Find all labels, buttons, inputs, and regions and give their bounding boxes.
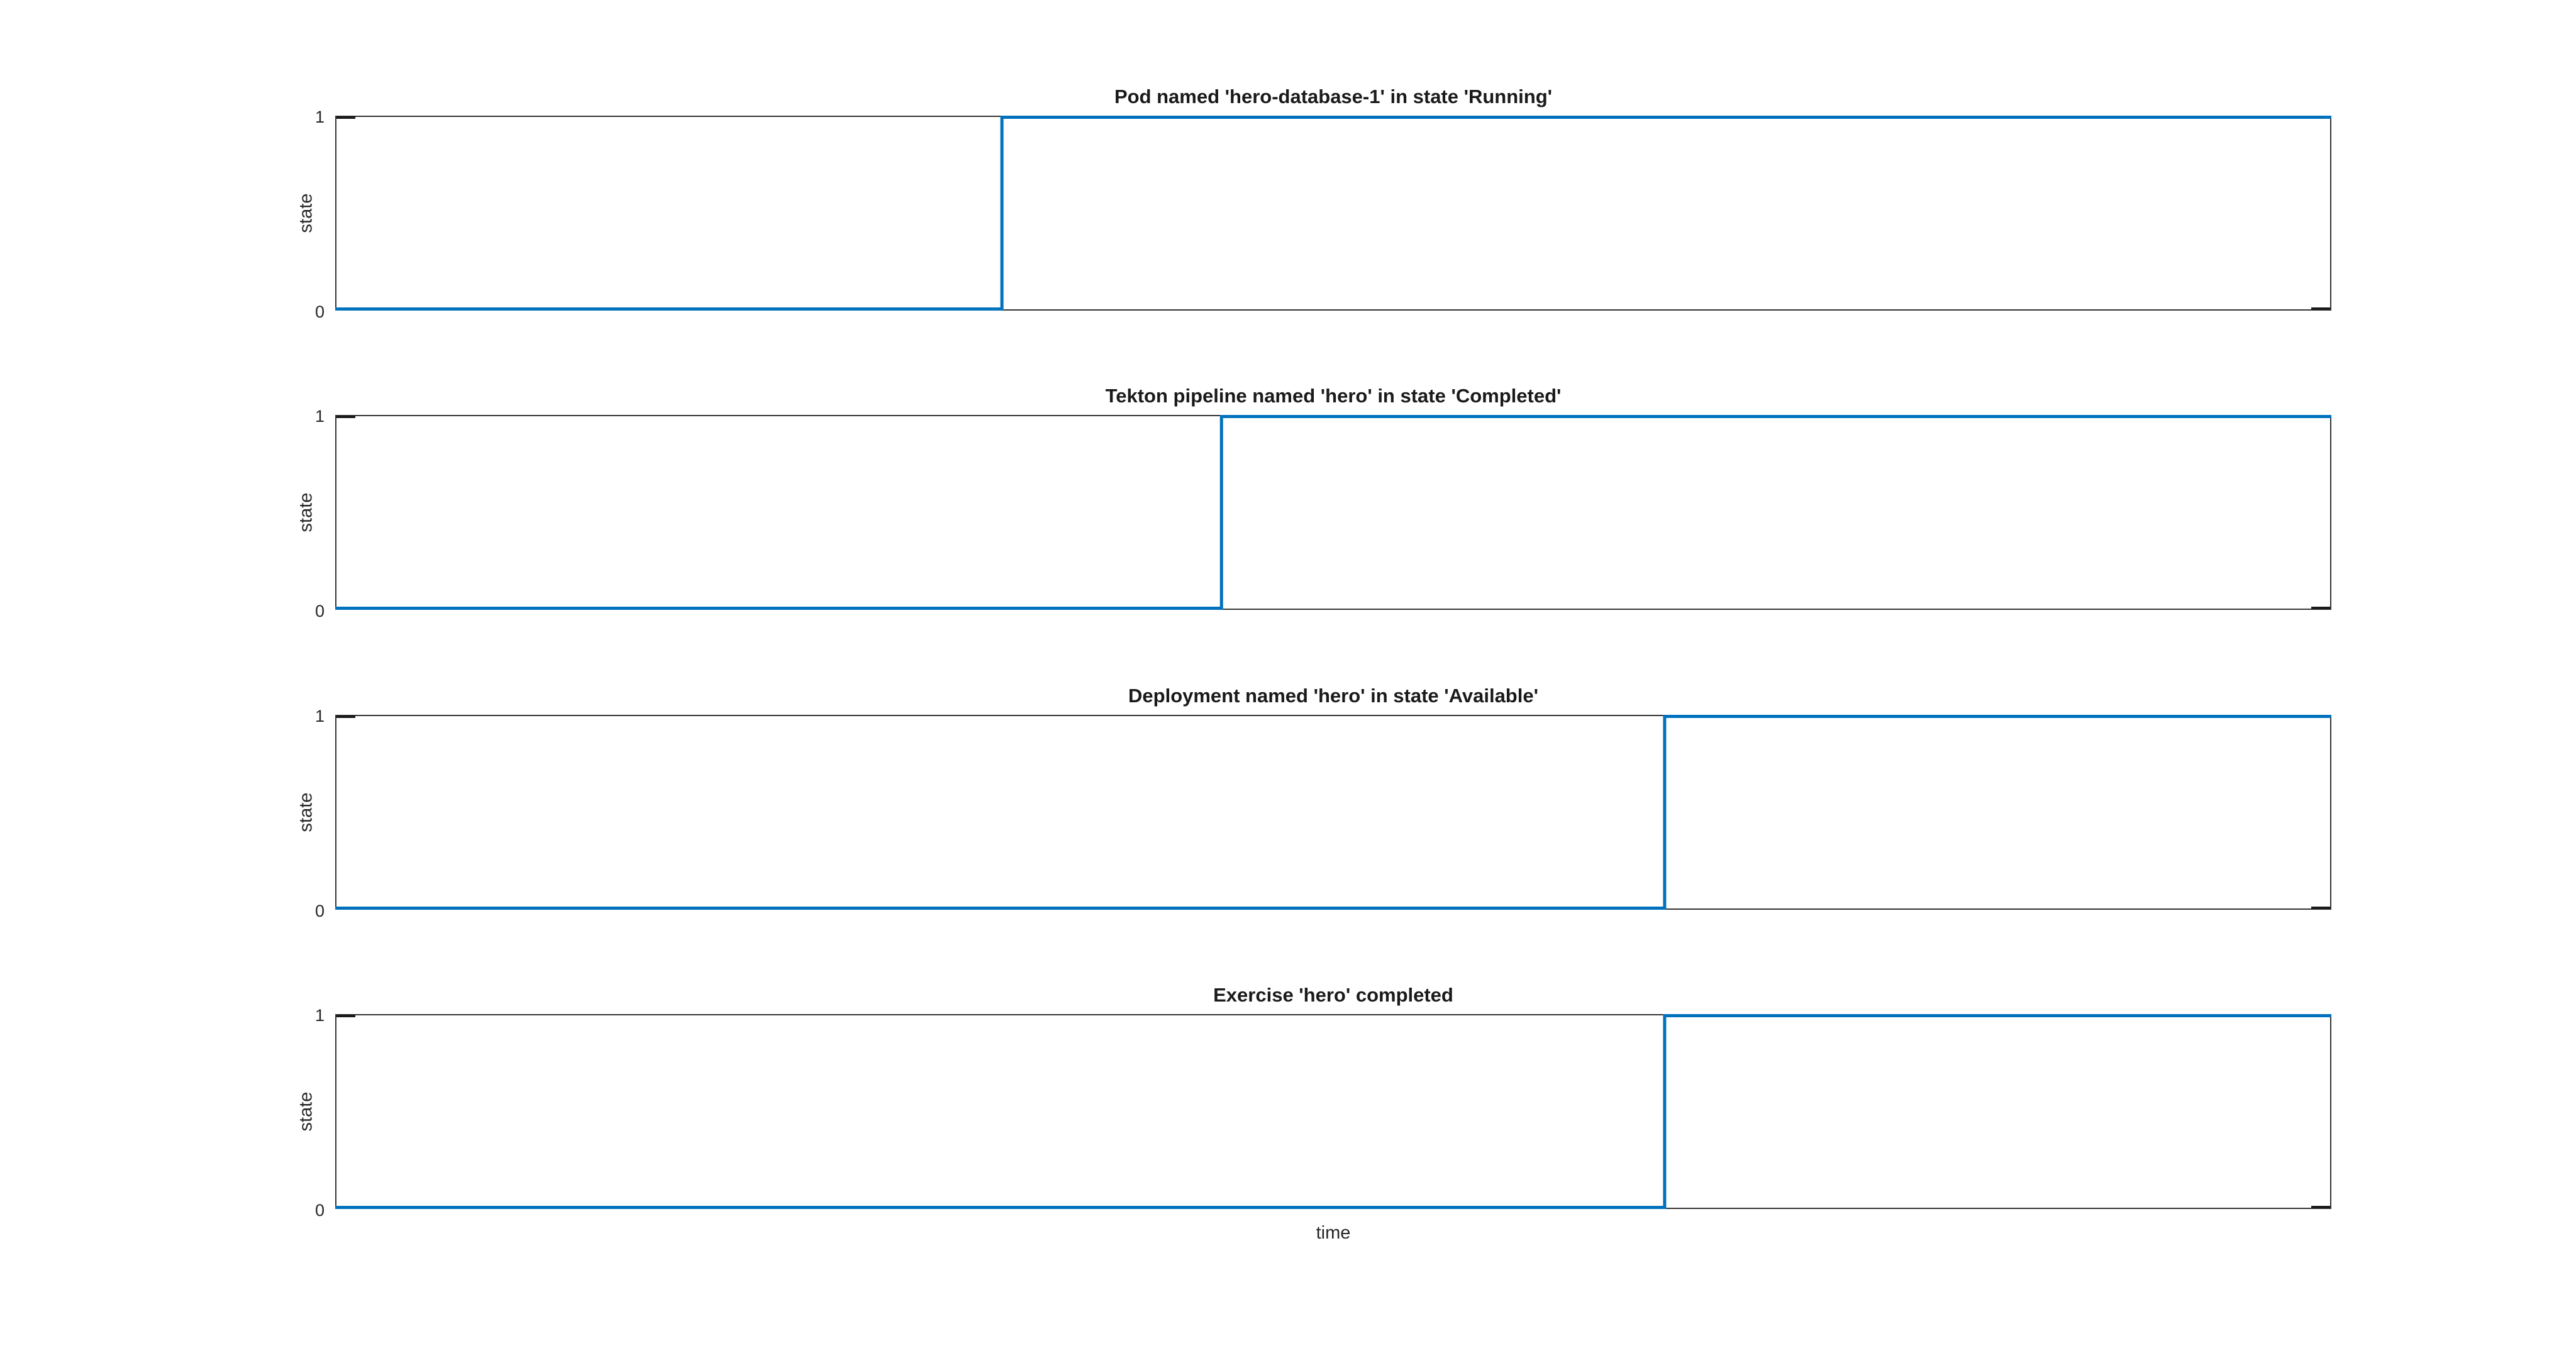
- y-tick-mark: [336, 116, 355, 119]
- y-tick-mark: [2311, 1206, 2330, 1208]
- y-axis-label: state: [296, 193, 316, 233]
- step-line: [335, 116, 2331, 311]
- y-axis-label: state: [296, 1091, 316, 1132]
- step-line: [335, 415, 2331, 610]
- plot-title: Pod named 'hero-database-1' in state 'Ru…: [1114, 86, 1553, 108]
- y-tick-mark: [2311, 907, 2330, 909]
- y-tick-mark: [2311, 607, 2330, 609]
- x-axis-label: time: [1316, 1223, 1351, 1243]
- y-tick-label-1: 1: [314, 1006, 325, 1025]
- plot-box: [335, 715, 2331, 910]
- plot-title: Exercise 'hero' completed: [1213, 984, 1453, 1006]
- y-axis-label: state: [296, 492, 316, 533]
- y-tick-label-1: 1: [314, 108, 325, 126]
- y-tick-label-1: 1: [314, 407, 325, 426]
- y-tick-mark: [2311, 307, 2330, 310]
- y-tick-mark: [336, 715, 355, 718]
- y-tick-label-0: 0: [314, 602, 325, 621]
- subplot: Tekton pipeline named 'hero' in state 'C…: [0, 385, 2576, 621]
- step-line: [335, 715, 2331, 910]
- y-tick-mark: [336, 416, 355, 418]
- plot-box: [335, 116, 2331, 311]
- y-tick-label-1: 1: [314, 707, 325, 726]
- plot-box: [335, 415, 2331, 610]
- y-tick-label-0: 0: [314, 902, 325, 920]
- plot-title: Tekton pipeline named 'hero' in state 'C…: [1105, 385, 1562, 407]
- plot-box: [335, 1014, 2331, 1209]
- subplot: Exercise 'hero' completed state 1 0: [0, 984, 2576, 1220]
- subplot: Deployment named 'hero' in state 'Availa…: [0, 685, 2576, 920]
- y-tick-label-0: 0: [314, 1201, 325, 1220]
- y-tick-label-0: 0: [314, 302, 325, 321]
- y-tick-mark: [336, 1015, 355, 1017]
- plot-title: Deployment named 'hero' in state 'Availa…: [1128, 685, 1538, 707]
- step-line: [335, 1014, 2331, 1209]
- subplot: Pod named 'hero-database-1' in state 'Ru…: [0, 86, 2576, 321]
- y-axis-label: state: [296, 792, 316, 832]
